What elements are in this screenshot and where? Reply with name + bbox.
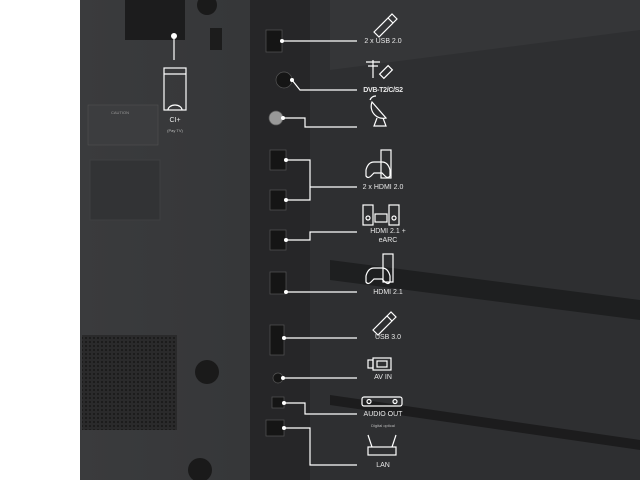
game-console-icon	[365, 149, 392, 179]
hdmi21-label: HDMI 2.1	[373, 289, 403, 296]
usb-stick-icon	[373, 13, 398, 38]
ci-sublabel: (Pay TV)	[167, 128, 183, 133]
antenna-icon	[366, 60, 394, 80]
satellite-dish-icon	[369, 95, 388, 127]
router-icon	[367, 434, 397, 456]
audio-out-label: AUDIO OUT	[363, 411, 403, 418]
caution-text: CAUTION	[111, 110, 129, 115]
hdmi21-earc-label: HDMI 2.1 +	[370, 228, 406, 235]
audio-out-sublabel: Digital optical	[371, 423, 395, 428]
ci-label: CI+	[169, 117, 181, 124]
usb2-label: 2 x USB 2.0	[364, 38, 402, 45]
lan-label: LAN	[376, 462, 390, 469]
hdmi20-label: 2 x HDMI 2.0	[362, 184, 404, 191]
camcorder-icon	[367, 357, 392, 371]
leader-lines	[173, 36, 357, 466]
usb-stick-icon	[372, 311, 397, 336]
av-in-label: AV IN	[374, 374, 392, 381]
soundbar-speakers-icon	[362, 204, 400, 226]
ci-card-icon	[163, 67, 187, 111]
port-panel	[265, 29, 293, 437]
dvb-label: DVB-T2/C/S2	[363, 87, 403, 94]
caution-label	[87, 104, 159, 146]
soundbar-icon	[361, 396, 403, 407]
vent-grille	[82, 335, 177, 430]
usb3-label: USB 3.0	[374, 334, 402, 341]
game-console-icon	[365, 253, 394, 285]
earc-label: eARC	[378, 237, 398, 244]
